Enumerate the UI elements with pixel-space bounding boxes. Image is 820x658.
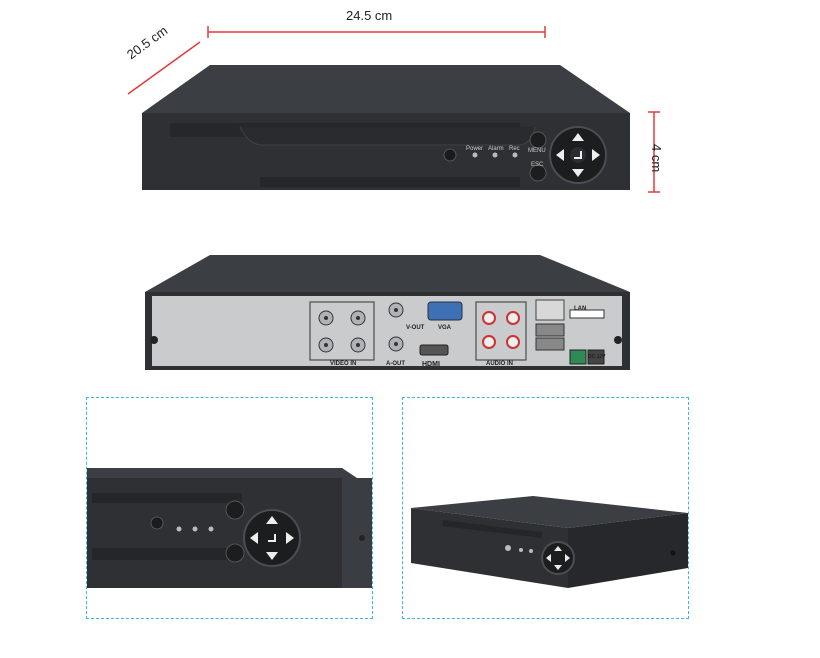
menu-label: MENU: [528, 148, 546, 154]
v-out-label: V-OUT: [406, 325, 425, 331]
hdmi-label: HDMI: [422, 361, 440, 368]
video-in-label: VIDEO IN: [330, 361, 357, 367]
front-closeup-frame: [86, 397, 373, 619]
esc-label: ESC: [531, 162, 544, 168]
power-label: DC 12V: [588, 354, 606, 360]
led-alarm-label: Alarm: [488, 146, 504, 152]
led-rec-label: Rec: [509, 146, 520, 152]
led-power-label: Power: [466, 146, 484, 152]
a-out-label: A-OUT: [386, 361, 405, 367]
vga-label: VGA: [438, 325, 452, 331]
audio-in-label: AUDIO IN: [486, 361, 513, 367]
dimension-annotations: [0, 0, 820, 230]
height-label: 4 cm: [649, 144, 664, 173]
lan-label: LAN: [574, 306, 587, 312]
angled-view-frame: [402, 397, 689, 619]
width-label: 24.5 cm: [346, 8, 393, 23]
dvr-front-view: [130, 55, 640, 200]
dvr-rear-view: [140, 250, 640, 375]
